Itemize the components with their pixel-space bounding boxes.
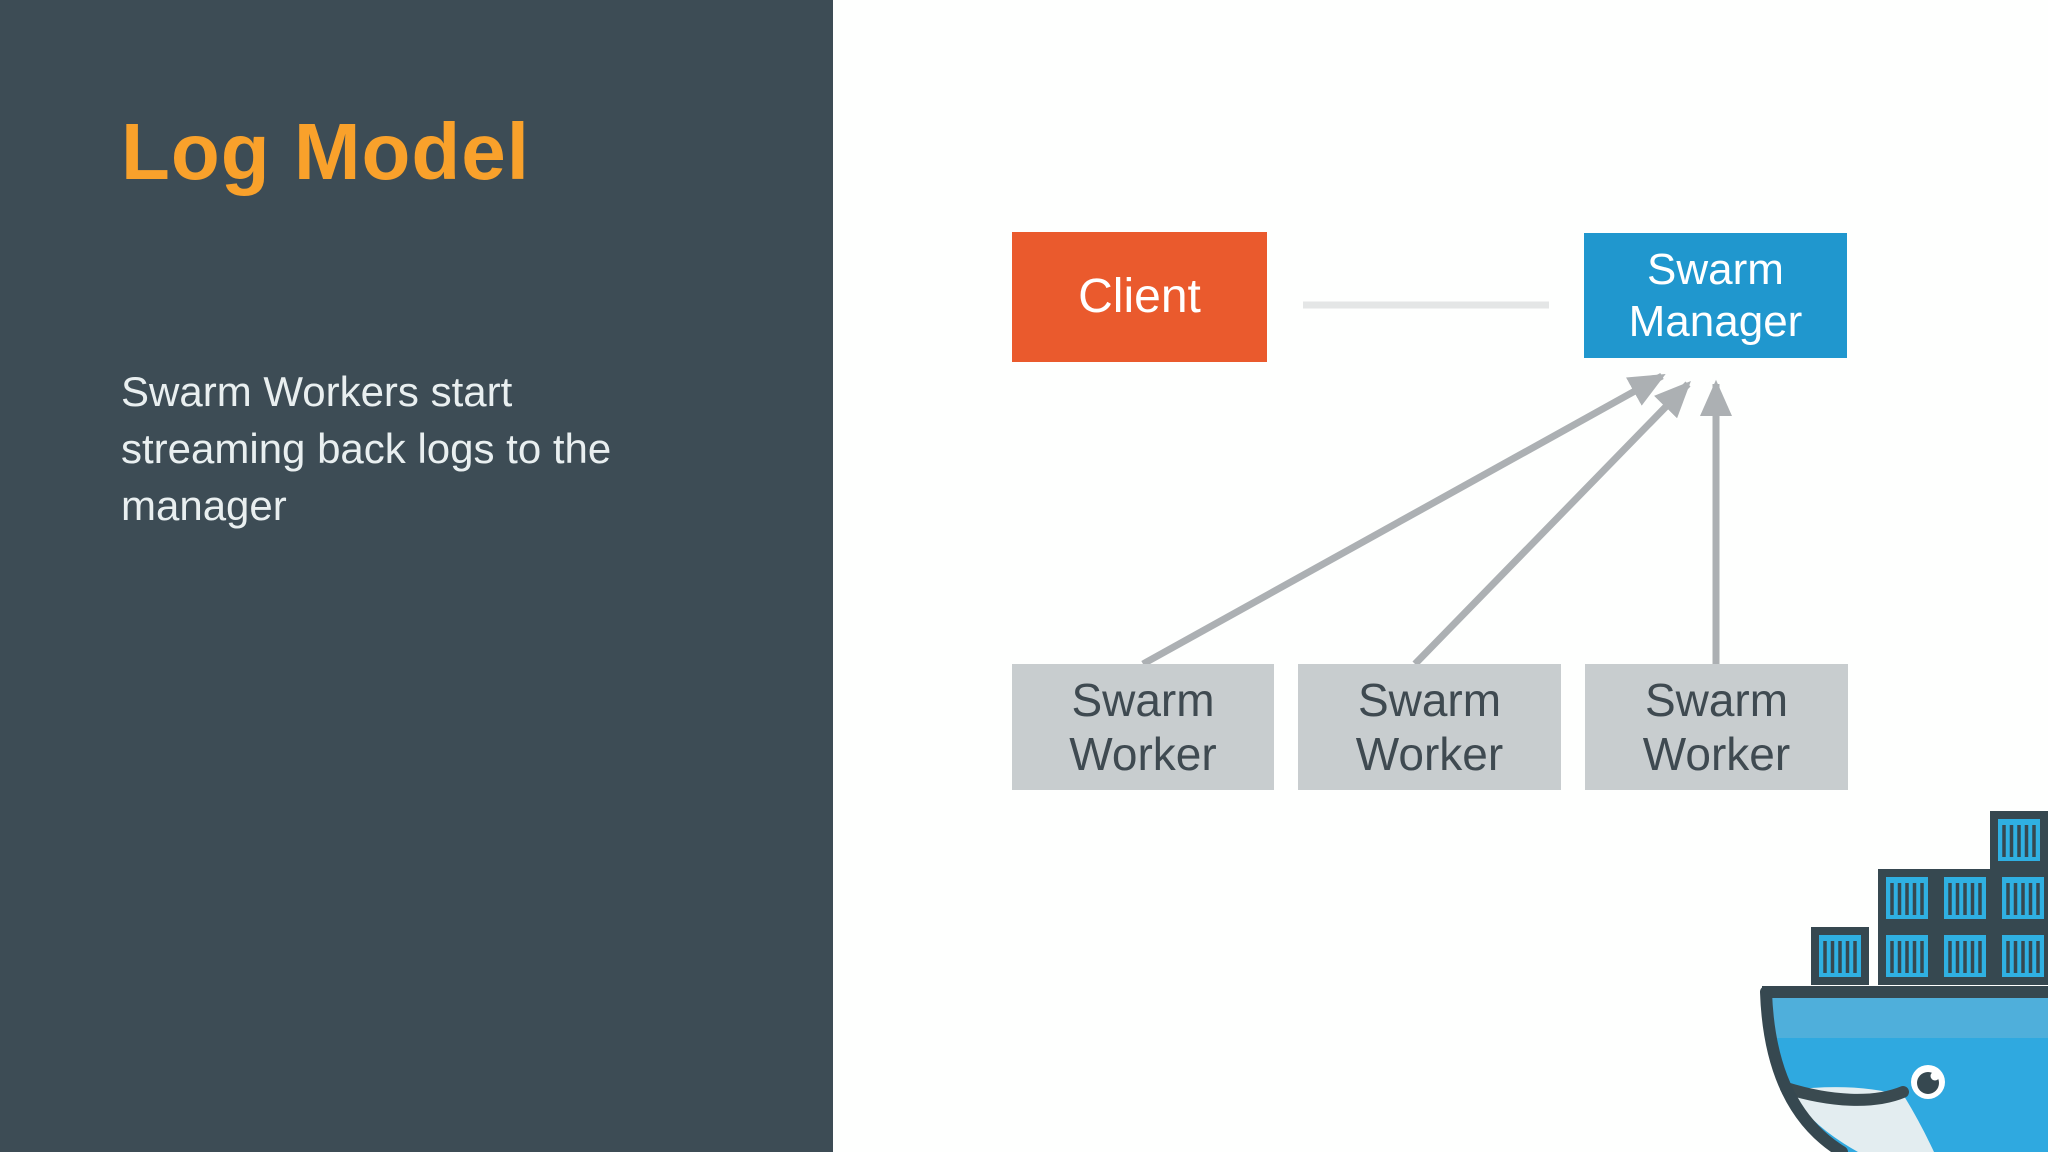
swarm-worker-node-1: Swarm Worker bbox=[1012, 664, 1274, 790]
client-node-label: Client bbox=[1078, 269, 1201, 323]
whale-body bbox=[1760, 986, 2048, 1152]
swarm-worker-node-2: Swarm Worker bbox=[1298, 664, 1561, 790]
swarm-manager-node-label: Swarm Manager bbox=[1628, 244, 1803, 346]
whale-belly bbox=[1790, 1087, 1934, 1152]
left-panel: Log Model Swarm Workers start streaming … bbox=[0, 0, 833, 1152]
whale-deck bbox=[1762, 986, 2048, 998]
swarm-worker-node-1-label: Swarm Worker bbox=[1069, 673, 1217, 780]
container-stack bbox=[1815, 815, 2048, 981]
slide-body-text: Swarm Workers start streaming back logs … bbox=[121, 368, 612, 529]
whale-mouth bbox=[1780, 1082, 1909, 1106]
client-node: Client bbox=[1012, 232, 1267, 362]
whale-eye bbox=[1911, 1065, 1945, 1099]
swarm-manager-node: Swarm Manager bbox=[1584, 233, 1847, 358]
page-title: Log Model bbox=[121, 107, 530, 196]
swarm-worker-node-3: Swarm Worker bbox=[1585, 664, 1848, 790]
swarm-worker-node-3-label: Swarm Worker bbox=[1642, 673, 1791, 780]
worker1-to-manager-arrow bbox=[1141, 372, 1666, 668]
swarm-worker-node-2-label: Swarm Worker bbox=[1355, 673, 1504, 780]
docker-whale-logo-icon bbox=[1760, 790, 2048, 1152]
worker2-to-manager-arrow bbox=[1412, 380, 1691, 667]
